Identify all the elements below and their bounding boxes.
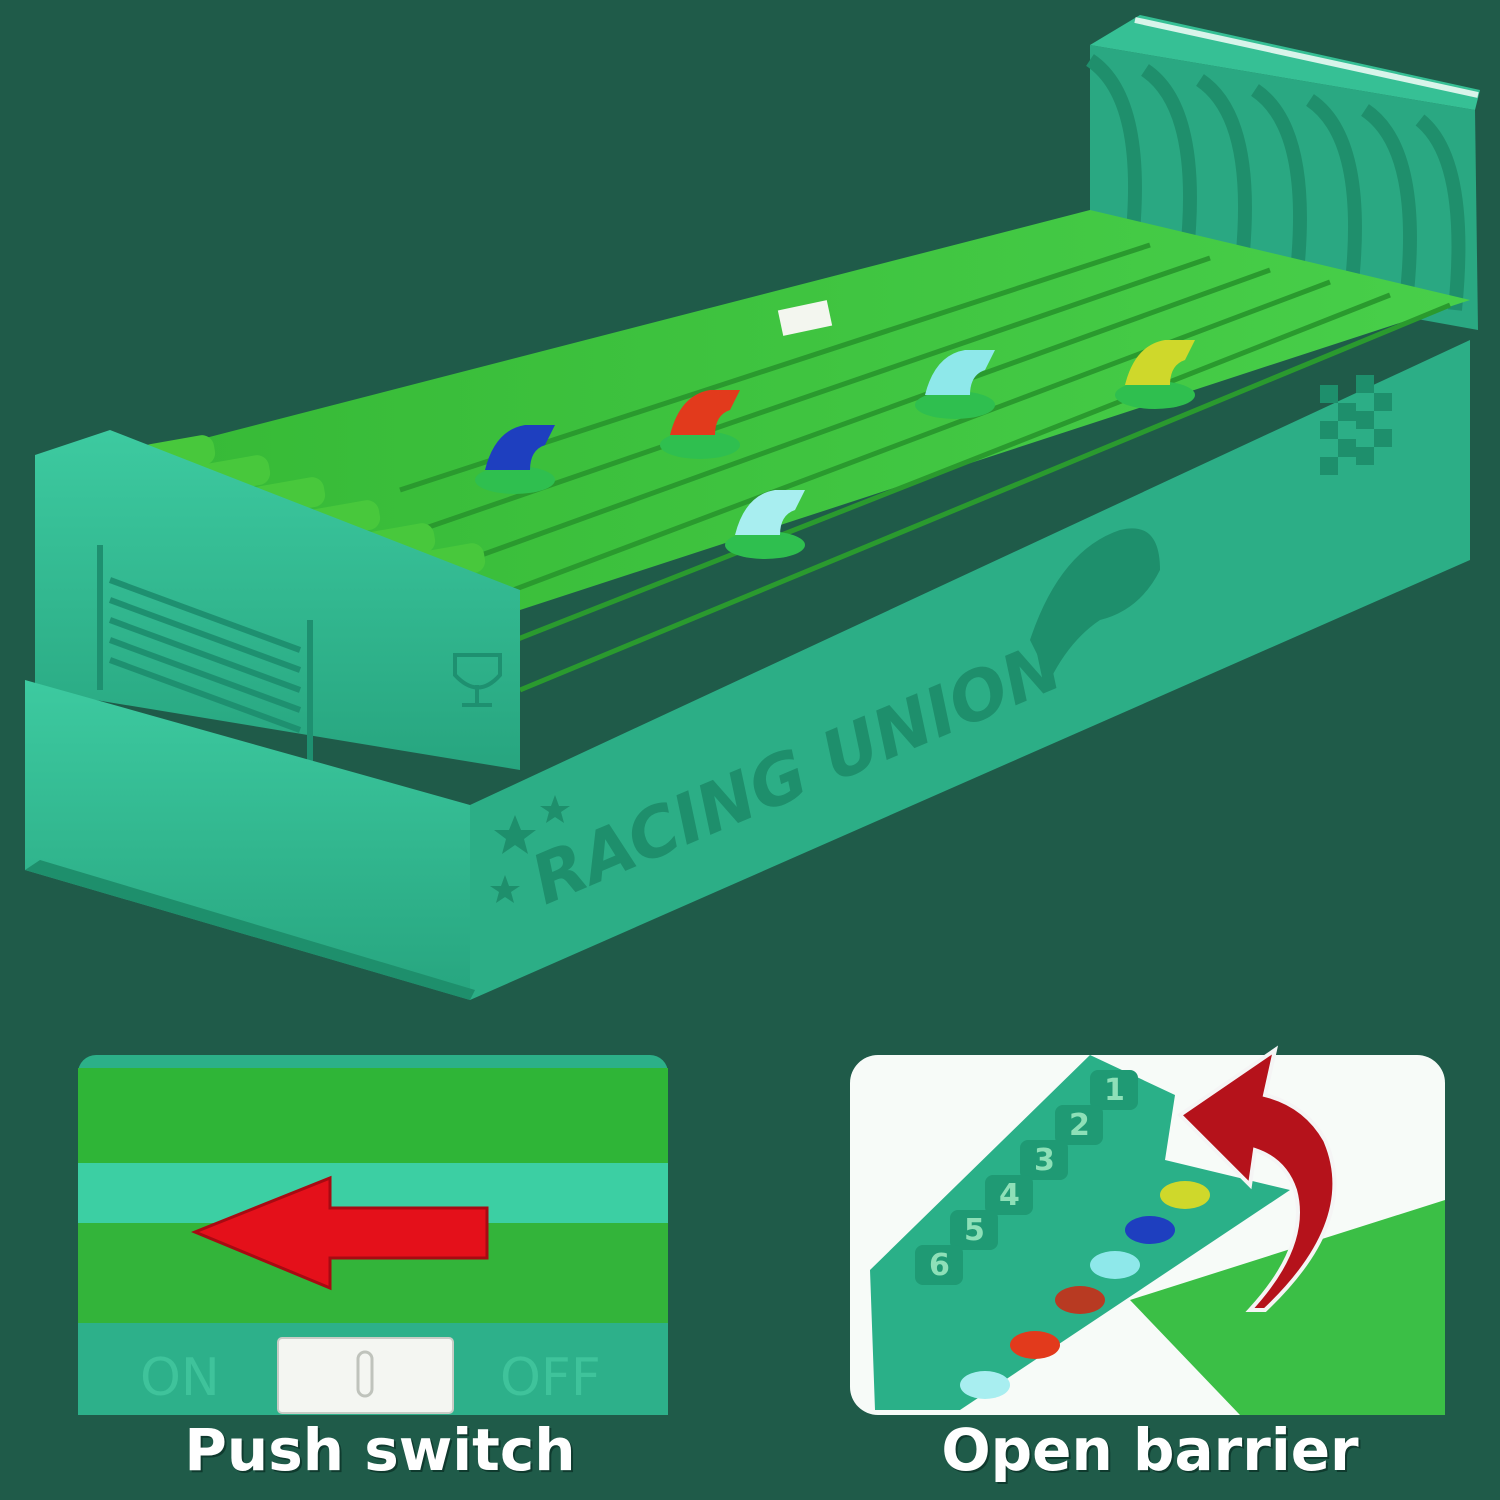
horse-light-blue	[915, 350, 995, 419]
race-game-toy: RACING UNION	[25, 15, 1480, 1000]
horse-cyan	[725, 490, 805, 559]
race-track	[120, 210, 1470, 610]
left-arrow-icon	[191, 1175, 489, 1291]
horse-blue	[475, 425, 555, 494]
gate-number-tile: 2	[1055, 1105, 1103, 1145]
gate-number: 4	[999, 1178, 1020, 1213]
horse-red	[660, 390, 740, 459]
trophy-icon	[453, 653, 502, 707]
switch-inset: ON OFF	[78, 1055, 668, 1415]
gate-horses	[960, 1181, 1210, 1399]
gate-number: 5	[964, 1213, 985, 1248]
gate-number: 3	[1034, 1143, 1055, 1178]
track-marker	[777, 300, 833, 336]
gate-number-tiles: 1 2 3 4 5 6	[915, 1070, 1138, 1285]
checkered-flag-icon	[1320, 375, 1392, 475]
open-barrier-caption: Open barrier	[941, 1416, 1359, 1484]
gate-number-tile: 6	[915, 1245, 963, 1285]
gate-number-tile: 4	[985, 1175, 1033, 1215]
gate-number-tile: 5	[950, 1210, 998, 1250]
curved-up-arrow-icon	[1176, 1045, 1337, 1312]
star-icons	[490, 795, 570, 903]
switch-off-label: OFF	[500, 1348, 601, 1408]
push-switch-caption: Push switch	[184, 1416, 576, 1484]
left-end-box	[35, 430, 520, 770]
gate-number: 6	[929, 1248, 950, 1283]
switch-on-label: ON	[140, 1348, 220, 1408]
power-switch[interactable]	[277, 1337, 454, 1414]
gate-number-tile: 1	[1090, 1070, 1138, 1110]
gate-number-tile: 3	[1020, 1140, 1068, 1180]
gate-number: 1	[1104, 1073, 1125, 1108]
barrier-inset: 1 2 3 4 5 6	[850, 1045, 1445, 1415]
jockey-silhouette-icon	[1030, 528, 1160, 680]
horse-yellow	[1115, 340, 1195, 409]
gate-number: 2	[1069, 1108, 1090, 1143]
